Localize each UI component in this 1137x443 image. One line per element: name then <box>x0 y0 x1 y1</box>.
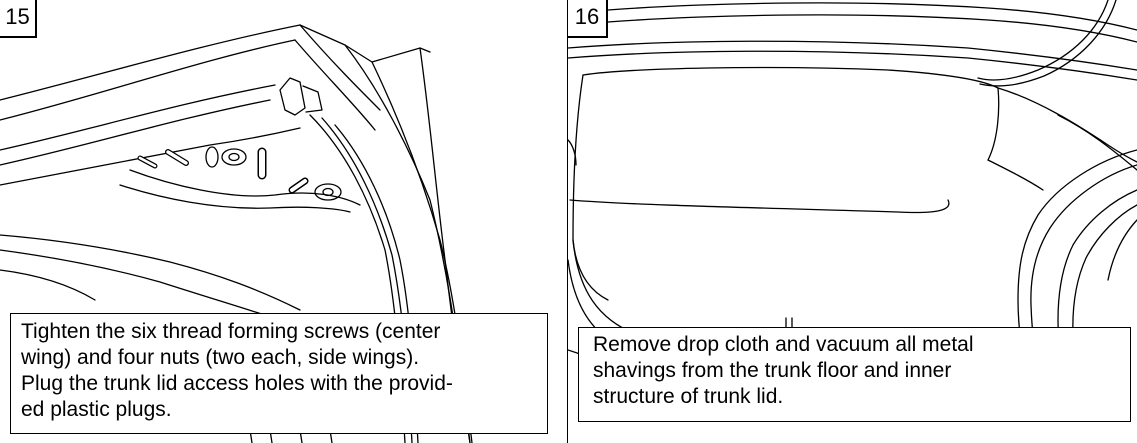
step-16-instructions: Remove drop cloth and vacuum all metal s… <box>578 327 1131 422</box>
instruction-line: shavings from the trunk floor and inner <box>593 359 952 382</box>
instruction-line: ed plastic plugs. <box>21 398 172 421</box>
step-number: 15 <box>0 0 37 38</box>
step-number: 16 <box>568 0 608 38</box>
step-15-panel: 15 Tighten the six thread forming screws… <box>0 0 568 443</box>
instruction-line: structure of trunk lid. <box>593 385 784 408</box>
instruction-line: Remove drop cloth and vacuum all metal <box>593 333 974 356</box>
instruction-line: Plug the trunk lid access holes with the… <box>21 372 453 395</box>
step-15-instructions: Tighten the six thread forming screws (c… <box>10 313 548 434</box>
instruction-line: wing) and four nuts (two each, side wing… <box>21 346 420 369</box>
step-16-panel: 16 Remove drop cloth and vacuum all meta… <box>568 0 1137 443</box>
instruction-line: Tighten the six thread forming screws (c… <box>21 320 441 343</box>
